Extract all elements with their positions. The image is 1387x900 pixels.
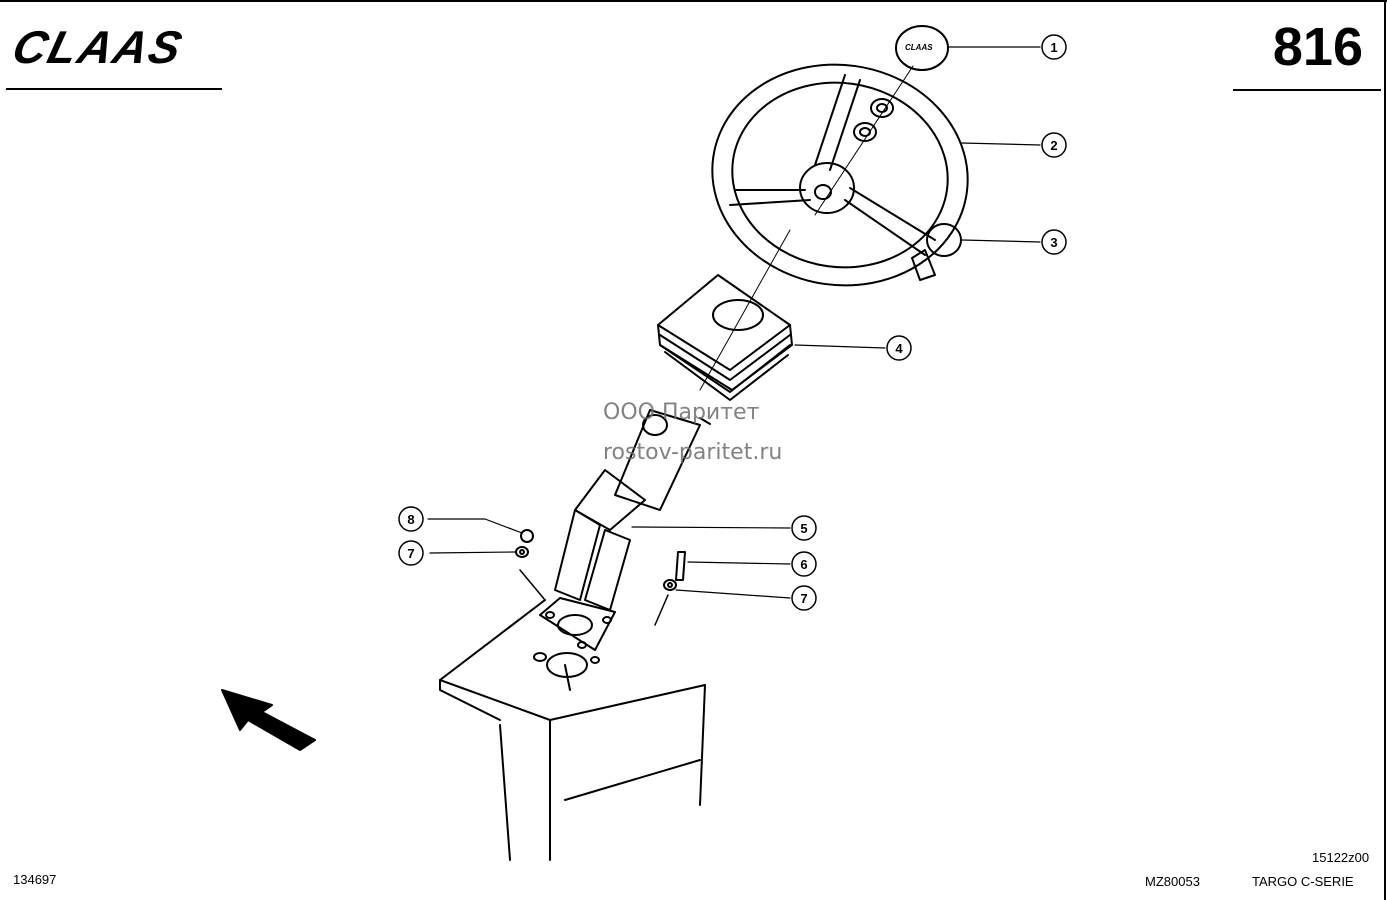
- callout-3-label: 3: [1050, 235, 1057, 250]
- steering-wheel: [711, 63, 969, 287]
- callout-1: 1: [1041, 34, 1067, 60]
- cap-logo-text: CLAAS: [905, 43, 933, 52]
- part-code: MZ80053: [1145, 874, 1200, 889]
- callout-2-label: 2: [1050, 138, 1057, 153]
- series-name: TARGO C-SERIE: [1252, 874, 1354, 889]
- callout-5-label: 5: [800, 521, 807, 536]
- callout-7-right: 7: [791, 585, 817, 611]
- drawing-id: 134697: [13, 872, 57, 887]
- callout-4-label: 4: [895, 341, 903, 356]
- sheet-code: 15122z00: [1312, 850, 1370, 865]
- callouts: 1 2 3 4 5 6 7: [398, 34, 1067, 611]
- page-number: 816: [1272, 17, 1363, 77]
- callout-6-label: 6: [800, 557, 807, 572]
- callout-5: 5: [791, 515, 817, 541]
- column-boot: [657, 229, 793, 401]
- callout-8: 8: [398, 506, 424, 532]
- hub-cap: CLAAS: [895, 25, 949, 71]
- callout-7-right-label: 7: [800, 591, 807, 606]
- header-rule-right: [1233, 89, 1381, 91]
- callout-2: 2: [1041, 132, 1067, 158]
- callout-1-label: 1: [1050, 40, 1057, 55]
- callout-6: 6: [791, 551, 817, 577]
- frame-top-border: [0, 0, 1387, 2]
- floor-pedestal: [439, 569, 706, 861]
- spinner-knob: [911, 223, 962, 281]
- direction-arrow: [221, 689, 316, 751]
- watermark-url: rostov-paritet.ru: [603, 440, 783, 465]
- callout-3: 3: [1041, 229, 1067, 255]
- callout-8-label: 8: [407, 512, 414, 527]
- leader-lines: [427, 46, 1041, 599]
- watermark-company: ООО Паритет: [603, 400, 760, 425]
- fasteners: [515, 529, 686, 591]
- callout-4: 4: [886, 335, 912, 361]
- hub-nut: [814, 65, 914, 216]
- callout-7-left: 7: [398, 540, 424, 566]
- frame-right-border: [1384, 0, 1386, 900]
- callout-7-left-label: 7: [407, 546, 414, 561]
- header-rule-left: [6, 88, 222, 90]
